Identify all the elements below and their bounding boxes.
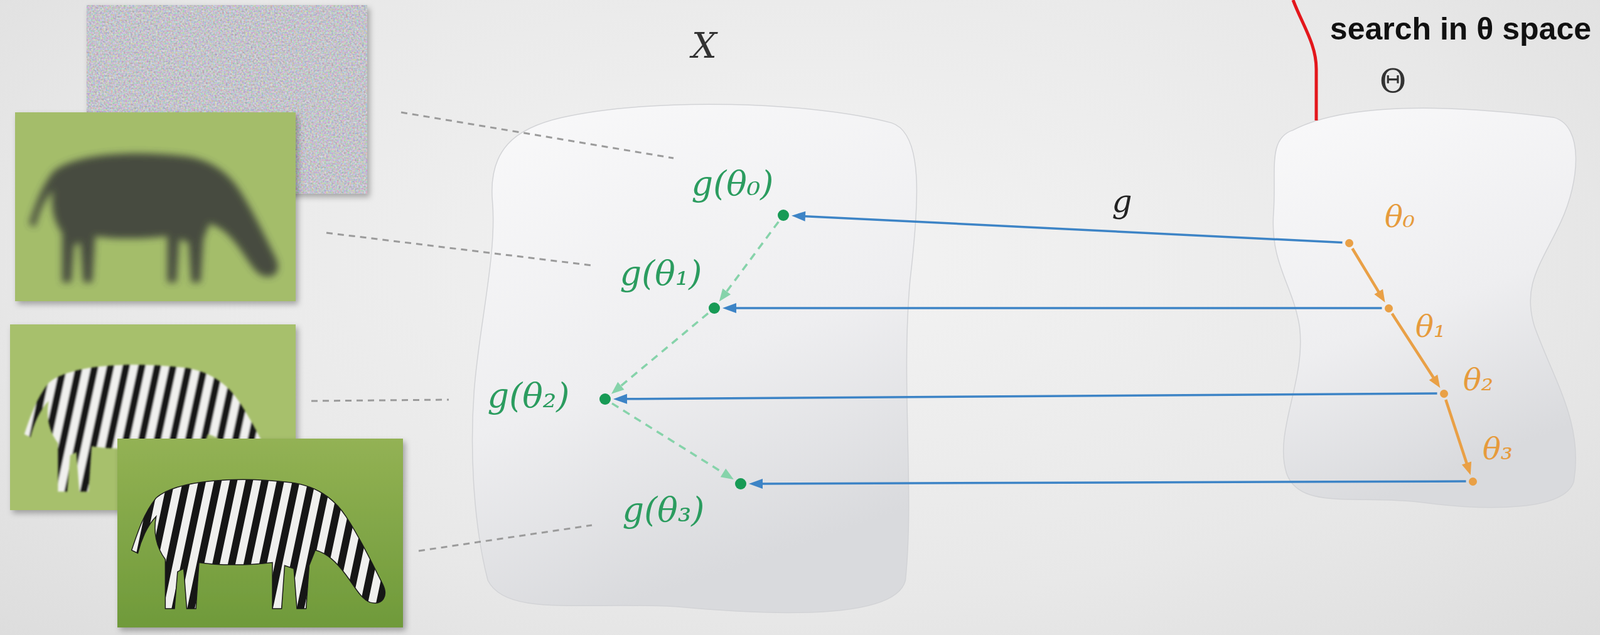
callout-curve: [1293, 0, 1317, 121]
arrow-head: [720, 468, 734, 480]
step-arrow: [612, 403, 734, 480]
mapping-arrow: [722, 303, 1383, 314]
point-dot: g(θ₀): [777, 209, 790, 221]
zebra-blur: [28, 153, 278, 282]
mapping-arrow: [613, 393, 1438, 405]
arrow-line: [612, 403, 725, 475]
step-arrow: [1352, 248, 1385, 303]
arrow-line: [624, 393, 1438, 400]
edge-label: g: [1111, 184, 1132, 220]
point-dot: θ₁: [1384, 304, 1393, 313]
arrow-line: [1352, 248, 1380, 294]
point-label: g(θ₃): [622, 491, 705, 529]
image-ground: [117, 438, 403, 628]
arrow-head: [791, 211, 806, 222]
point-dot: θ₂: [1439, 389, 1449, 398]
zebra-photo: [117, 438, 403, 628]
arrow-head: [1429, 374, 1441, 388]
space-region: Θθ₀θ₁θ₂θ₃: [1260, 96, 1587, 516]
point-label: θ₂: [1463, 363, 1494, 397]
blurred-zebra-image: [15, 112, 296, 302]
space-label: Θ: [1379, 63, 1407, 100]
arrow-line: [760, 481, 1467, 484]
mapping-arrow: [791, 211, 1343, 243]
leader-line: [401, 112, 674, 159]
arrow-head: [722, 303, 737, 314]
leader-line: [418, 525, 592, 552]
arrow-head: [613, 394, 628, 405]
point-dot: θ₀: [1345, 239, 1354, 248]
leader-line: [311, 399, 449, 402]
zebra: [131, 479, 386, 609]
point-dot: g(θ₃): [735, 478, 747, 490]
arrow-head: [611, 382, 624, 395]
step-arrow: [1445, 399, 1472, 476]
arrow-head: [748, 478, 763, 489]
region-outline: [1260, 96, 1587, 516]
arrow-line: [618, 313, 709, 388]
leader-line: [326, 232, 592, 266]
arrow-line: [724, 221, 779, 294]
mapping-arrow: [748, 478, 1467, 489]
point-dot: g(θ₁): [708, 302, 720, 314]
arrow-line: [1445, 399, 1467, 466]
space-region: Xg(θ₀)g(θ₁)g(θ₂)g(θ₃): [469, 96, 929, 623]
arrow-line: [802, 215, 1343, 243]
arrow-head: [1374, 289, 1385, 303]
point-label: g(θ₁): [620, 254, 703, 292]
leader-lines: [311, 112, 674, 552]
step-arrow: [719, 221, 779, 302]
region-shape: [1272, 107, 1576, 508]
arrow-head: [1461, 461, 1472, 476]
image-ground: [15, 112, 296, 302]
arrow-line: [733, 306, 1383, 310]
callout-note: search in θ space: [1330, 10, 1592, 48]
arrow-head: [719, 288, 731, 302]
point-dot: g(θ₂): [599, 393, 611, 405]
point-dot: θ₃: [1468, 477, 1477, 486]
point-label: g(θ₂): [487, 377, 570, 415]
point-label: θ₃: [1482, 432, 1513, 466]
point-label: θ₀: [1384, 200, 1415, 234]
region-shape: [472, 104, 918, 613]
point-label: g(θ₀): [691, 165, 774, 203]
space-label: X: [691, 26, 717, 66]
step-arrow: [611, 313, 709, 394]
point-label: θ₁: [1415, 310, 1446, 344]
